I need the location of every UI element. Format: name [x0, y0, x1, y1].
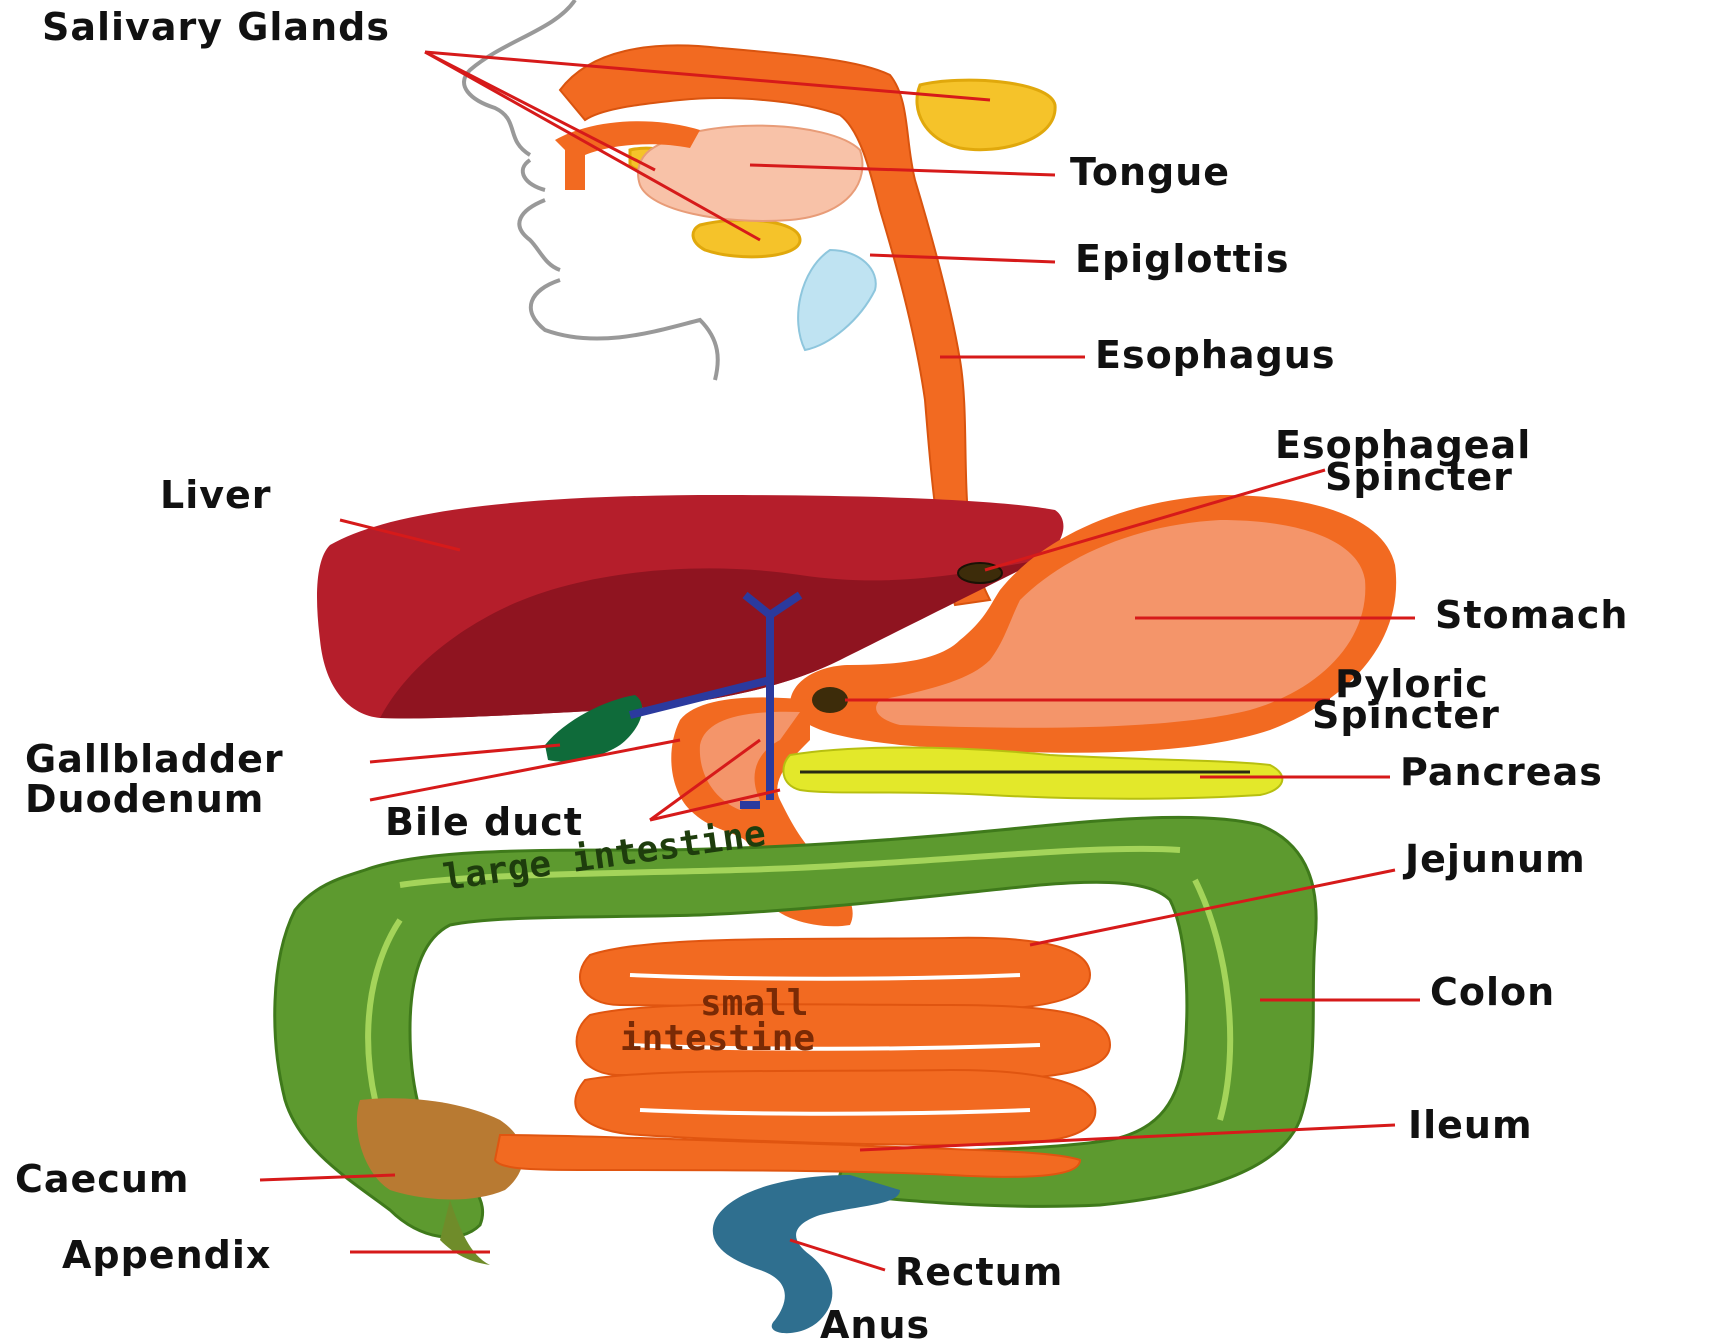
- label-gallbladder: Gallbladder: [25, 737, 284, 781]
- label-ileum: Ileum: [1408, 1103, 1533, 1147]
- label-liver: Liver: [160, 473, 272, 517]
- pyloric-spincter-shape: [812, 687, 848, 713]
- label-pyloric-spincter-2: Spincter: [1312, 693, 1500, 737]
- label-jejunum: Jejunum: [1402, 837, 1586, 881]
- label-bile-duct: Bile duct: [385, 800, 583, 844]
- label-stomach: Stomach: [1435, 593, 1628, 637]
- label-colon: Colon: [1430, 970, 1555, 1014]
- label-epiglottis: Epiglottis: [1075, 237, 1290, 281]
- label-tongue: Tongue: [1070, 150, 1230, 194]
- small-intestine-text-2: intestine: [620, 1018, 815, 1059]
- label-duodenum: Duodenum: [25, 777, 264, 821]
- label-pancreas: Pancreas: [1400, 750, 1603, 794]
- label-esophagus: Esophagus: [1095, 333, 1335, 377]
- label-caecum: Caecum: [15, 1157, 189, 1201]
- label-salivary-glands: Salivary Glands: [42, 5, 390, 49]
- label-appendix: Appendix: [62, 1233, 271, 1277]
- label-esophageal-spincter-2: Spincter: [1325, 455, 1513, 499]
- label-anus: Anus: [820, 1303, 930, 1344]
- label-rectum: Rectum: [895, 1250, 1063, 1294]
- epiglottis-shape: [798, 250, 876, 350]
